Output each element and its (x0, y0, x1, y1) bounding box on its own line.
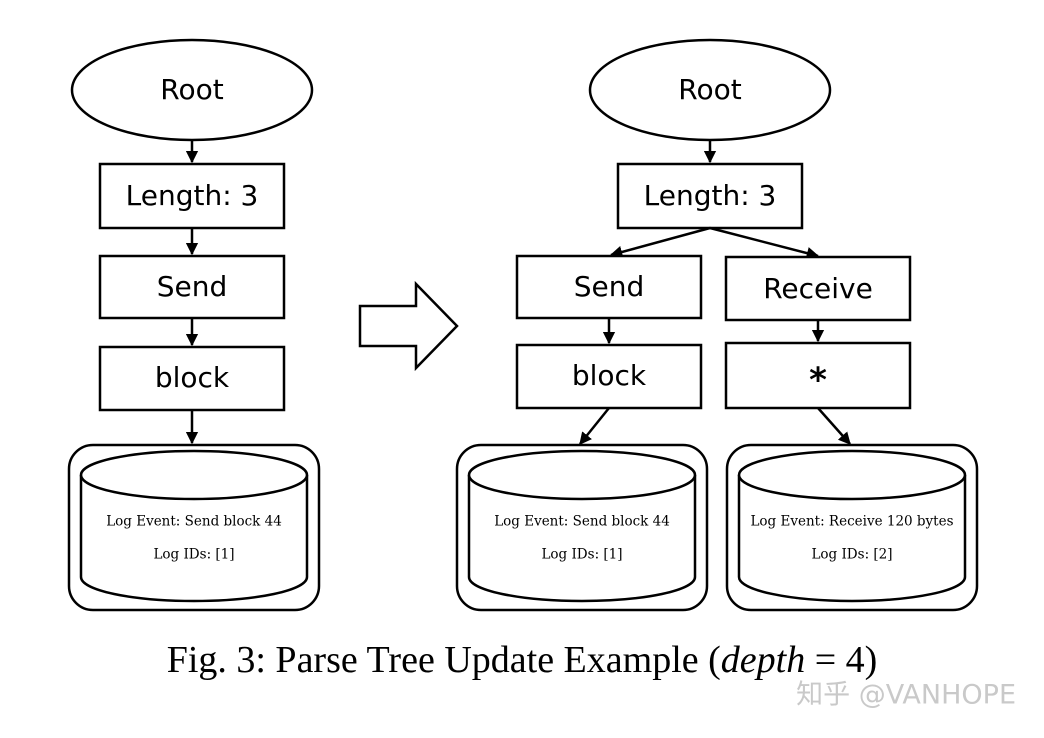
caption-suffix: = 4) (805, 639, 877, 681)
after-send-label: Send (574, 270, 645, 303)
after-right-log-group: Log Event: Receive 120 bytes Log IDs: [2… (725, 443, 979, 612)
before-length-label: Length: 3 (126, 179, 259, 212)
after-right-log-event: Log Event: Receive 120 bytes (750, 514, 953, 530)
after-left-log-cylinder-icon (467, 449, 697, 603)
after-edge-wildcard-log (817, 407, 851, 445)
after-edge-length-send (609, 226, 711, 259)
before-log-event: Log Event: Send block 44 (106, 514, 282, 530)
after-receive-label: Receive (763, 272, 873, 305)
after-length-node (616, 162, 804, 230)
caption-prefix: Fig. 3: Parse Tree Update Example ( (167, 639, 721, 681)
before-send-label: Send (157, 270, 228, 303)
after-edge-length-receive (709, 226, 820, 260)
after-left-log-event: Log Event: Send block 44 (494, 514, 670, 530)
before-block-node (98, 345, 286, 412)
before-log-cylinder-icon (79, 449, 309, 603)
after-send-node (515, 254, 703, 320)
before-root-label: Root (160, 73, 223, 106)
caption-variable: depth (721, 639, 805, 681)
after-wildcard-label: * (809, 361, 827, 401)
after-right-log-ids: Log IDs: [2] (811, 547, 892, 563)
before-log-group: Log Event: Send block 44 Log IDs: [1] (67, 443, 321, 612)
after-block-label: block (572, 359, 647, 392)
after-left-log-ids: Log IDs: [1] (541, 547, 622, 563)
after-root-label: Root (678, 73, 741, 106)
after-edge-block-log (579, 407, 610, 445)
after-right-log-cylinder-icon (737, 449, 967, 603)
update-arrow-icon (358, 280, 459, 372)
before-length-node (98, 162, 286, 230)
before-tree: Root Length: 3 Send block Log Event: Sen… (67, 38, 321, 612)
before-block-label: block (155, 361, 230, 394)
after-left-log-group: Log Event: Send block 44 Log IDs: [1] (455, 443, 709, 612)
after-tree: Root Length: 3 Send block Log Event: Sen… (455, 38, 979, 612)
before-log-ids: Log IDs: [1] (153, 547, 234, 563)
figure-caption: Fig. 3: Parse Tree Update Example (depth… (167, 639, 878, 681)
watermark: 知乎 @VANHOPE (796, 680, 1016, 711)
after-length-label: Length: 3 (644, 179, 777, 212)
